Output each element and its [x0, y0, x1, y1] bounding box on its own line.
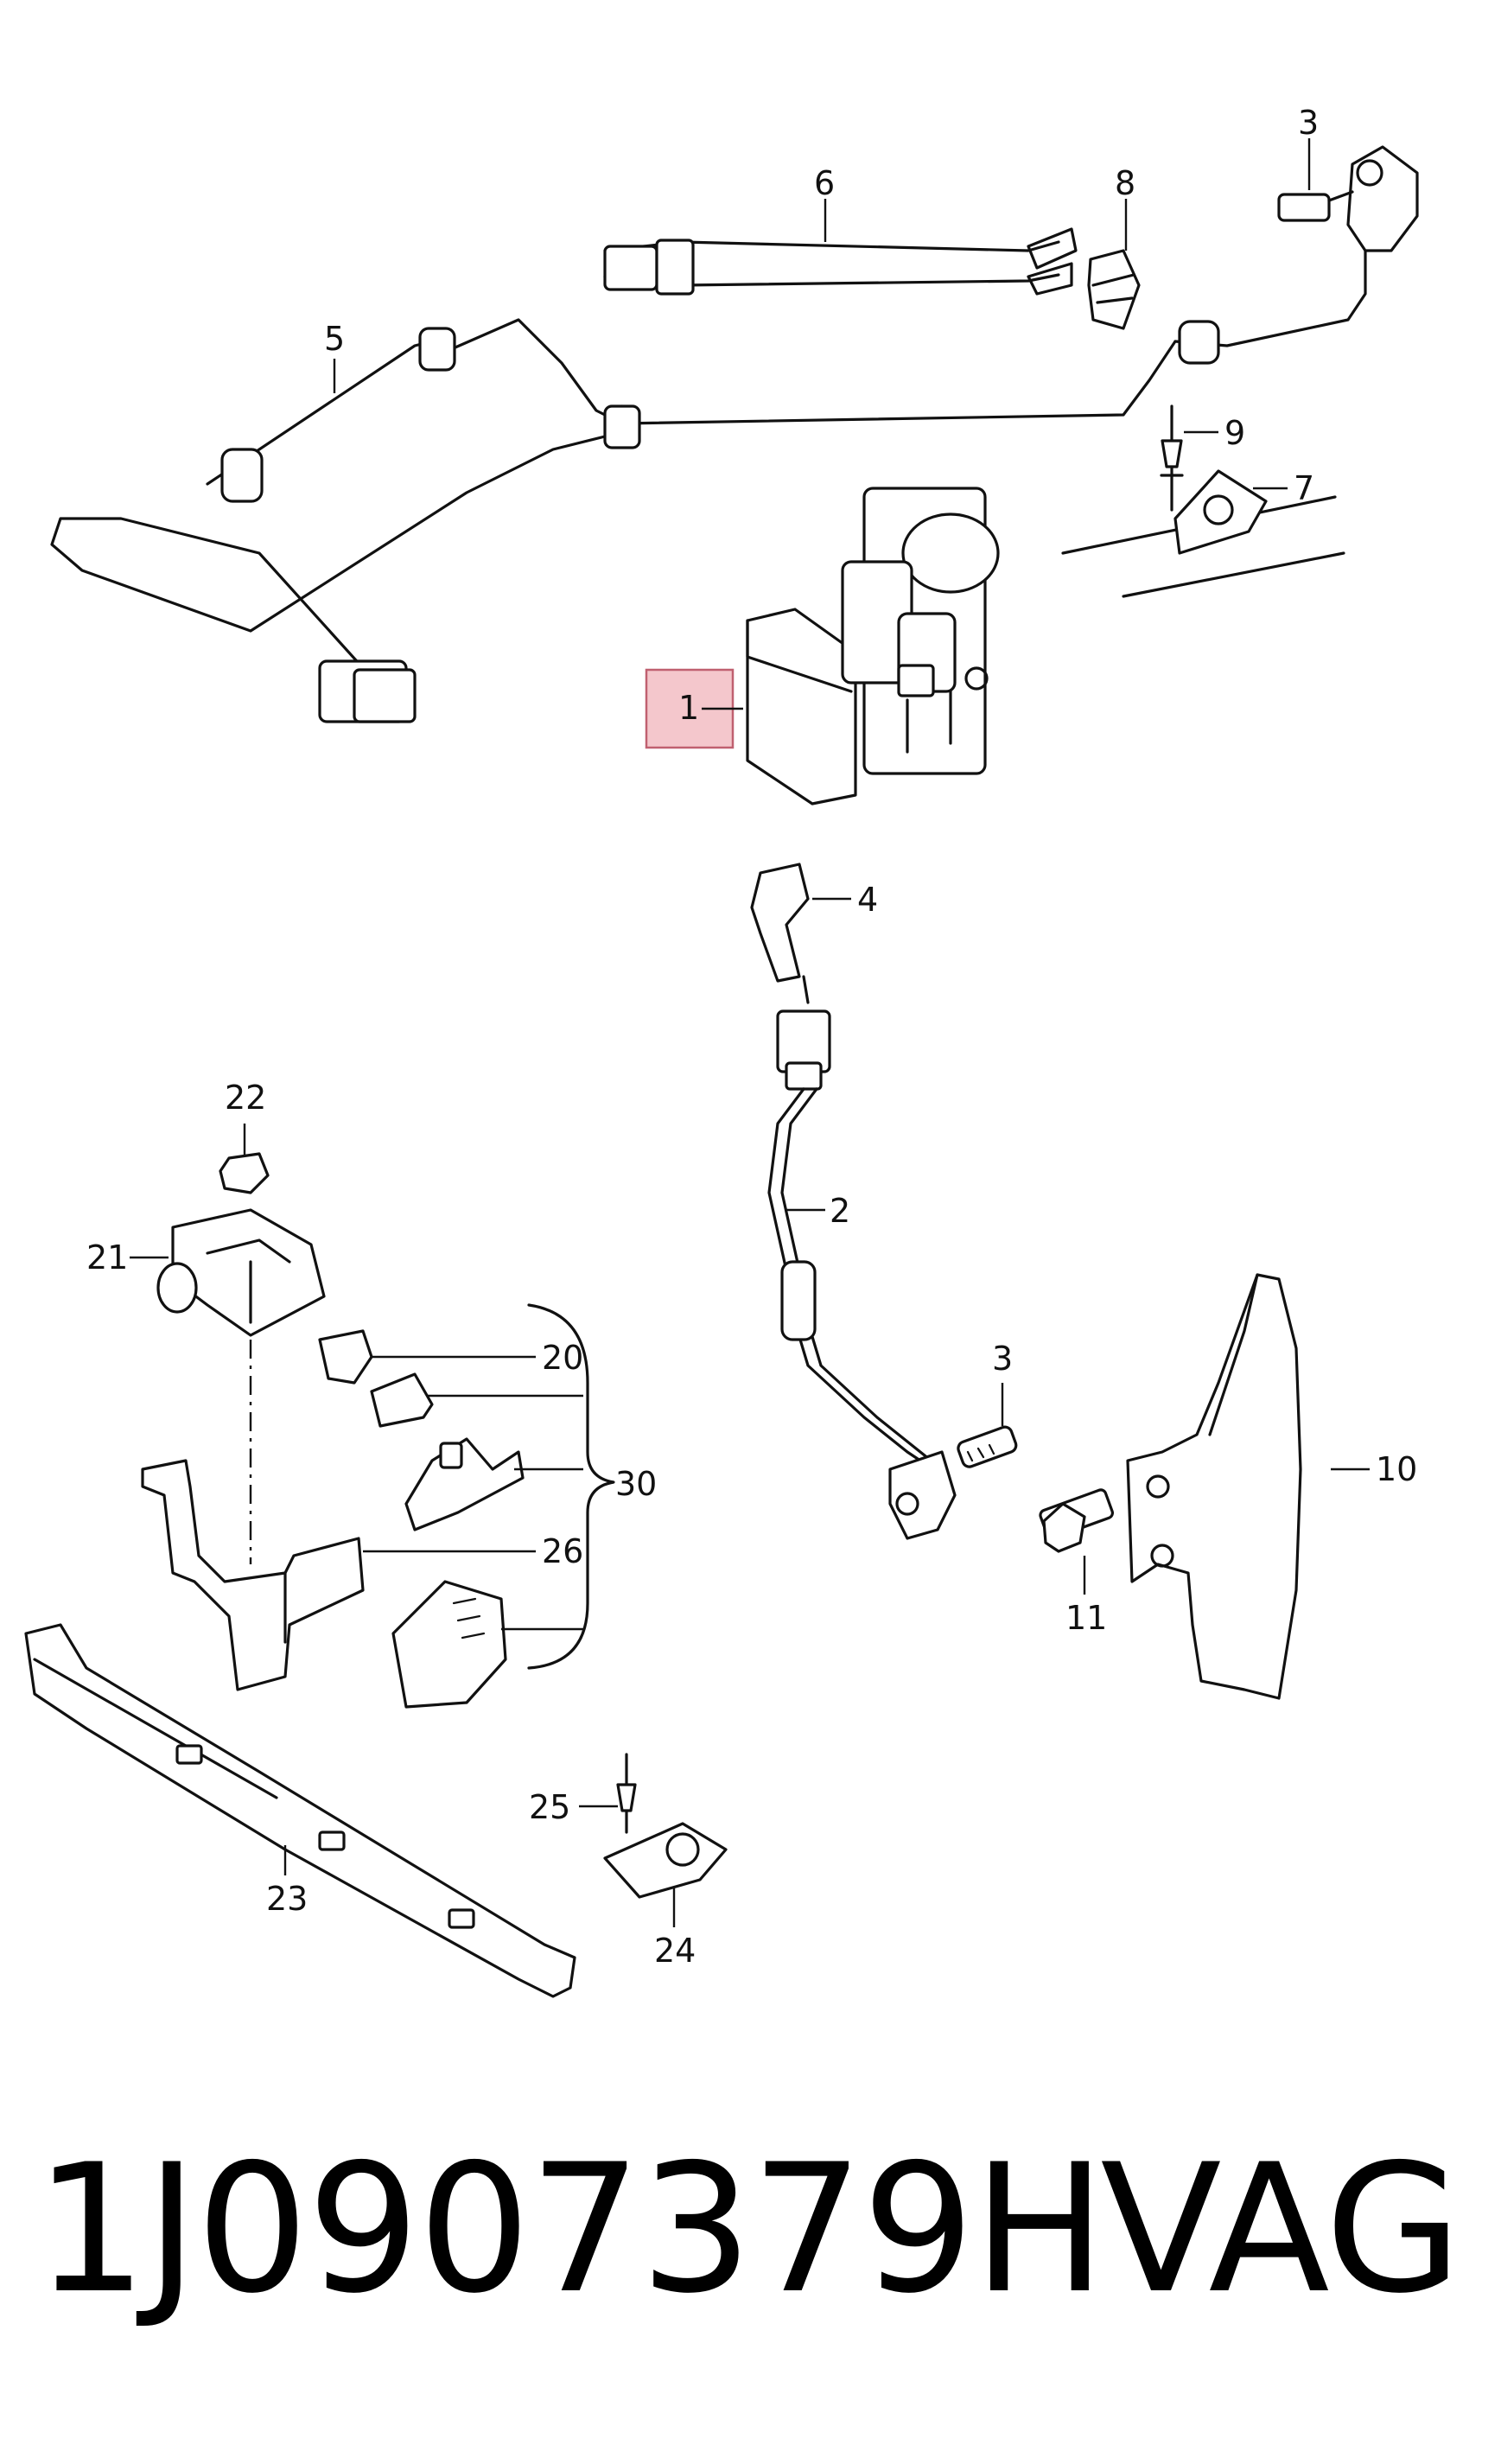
callout-labels: 1 2 3 3 4 5 6 7 8 9 10 11 20 21 22 23 24…: [86, 104, 1417, 1970]
callout-3-middle: 3: [992, 1340, 1013, 1378]
sensor-cable-5: [50, 249, 1367, 723]
bracket-7: [1061, 469, 1345, 598]
cover-block: [391, 1580, 507, 1709]
sensor-block-21: [156, 1208, 326, 1337]
callout-10: 10: [1376, 1450, 1417, 1488]
callout-4: 4: [857, 881, 878, 919]
hex-bolt-11: [1039, 1488, 1114, 1553]
wiring-harness-6: [603, 227, 1078, 296]
callout-21: 21: [86, 1238, 128, 1277]
callout-25: 25: [529, 1788, 570, 1826]
abs-sensor-2: [767, 1009, 957, 1540]
callout-8: 8: [1115, 164, 1135, 202]
mounting-plate-26: [141, 1459, 365, 1691]
footer: 1J0907379H VAG: [35, 2117, 1469, 2342]
callout-1: 1: [678, 689, 699, 727]
callout-6: 6: [814, 164, 835, 202]
callout-20: 20: [542, 1339, 583, 1377]
clip-8: [1087, 249, 1141, 330]
callout-7: 7: [1294, 469, 1314, 507]
splash-shield-10: [1126, 1273, 1302, 1700]
callout-11: 11: [1065, 1599, 1107, 1637]
callout-5: 5: [324, 320, 345, 358]
clip-plate-24: [603, 1822, 728, 1899]
connector-clip-4: [750, 863, 810, 1004]
rivet-25: [616, 1753, 637, 1834]
control-unit-1: [746, 487, 1000, 805]
group-brace-30: [527, 1303, 615, 1670]
callout-3-top: 3: [1298, 104, 1319, 142]
callout-26: 26: [542, 1532, 583, 1570]
callout-22: 22: [225, 1079, 266, 1117]
callout-2: 2: [830, 1192, 850, 1230]
sensor-head-3: [1277, 145, 1419, 252]
rivet-9: [1160, 404, 1184, 512]
callout-23: 23: [266, 1880, 308, 1918]
nut-22: [219, 1124, 270, 1194]
holder-bracket: [404, 1437, 525, 1531]
bolt-3: [957, 1425, 1018, 1468]
callout-9: 9: [1224, 414, 1245, 452]
bracket-clip: [370, 1372, 434, 1428]
leader-lines: [130, 138, 1370, 1927]
clip-20: [318, 1329, 373, 1385]
part-number: 1J0907379H: [35, 2127, 1106, 2333]
brand-label: VAG: [1100, 2127, 1462, 2333]
callout-24: 24: [654, 1932, 696, 1970]
rail-23: [24, 1623, 576, 1998]
callout-30: 30: [615, 1465, 657, 1503]
